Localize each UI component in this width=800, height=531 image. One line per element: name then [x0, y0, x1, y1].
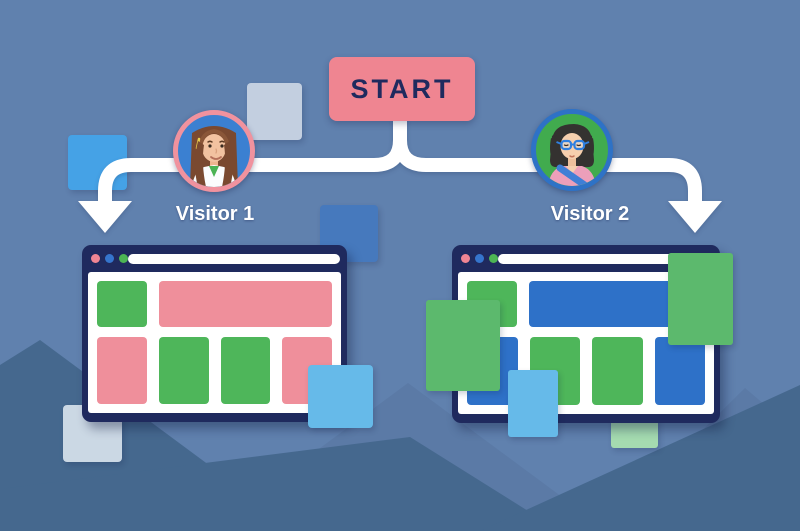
layout-row-bottom [467, 337, 705, 405]
content-block-green [220, 337, 271, 404]
window-control-dot [119, 254, 128, 263]
content-block-pink [97, 337, 147, 404]
visitor1-label: Visitor 1 [175, 203, 255, 225]
url-bar [128, 254, 340, 264]
browser-window-visitor1 [82, 245, 347, 422]
visitor2-avatar [531, 109, 613, 191]
window-control-dot [91, 254, 100, 263]
arrow-down-icon [668, 201, 722, 233]
rect-green-overlay-right [668, 253, 733, 345]
square-gray-top [247, 83, 302, 140]
content-block-blue [654, 337, 705, 405]
layout-row-bottom [97, 337, 332, 404]
window-control-dot [489, 254, 498, 263]
arrow-down-icon [78, 201, 132, 233]
window-control-dot [461, 254, 470, 263]
content-block-green [158, 337, 209, 404]
visitor2-label: Visitor 2 [550, 203, 630, 225]
rect-green-overlay-left [426, 300, 500, 391]
window-control-dot [105, 254, 114, 263]
layout-row-top [97, 281, 332, 327]
start-box: START [329, 57, 475, 121]
browser-title-bar [452, 245, 720, 272]
mountain-range [0, 340, 800, 531]
content-block-pink [159, 281, 332, 327]
visitor1-avatar [173, 110, 255, 192]
content-block-green [592, 337, 643, 405]
content-block-green [97, 281, 147, 327]
square-light-blue-right [508, 370, 558, 437]
square-light-blue-left [308, 365, 373, 428]
url-bar [498, 254, 713, 264]
window-control-dots [461, 254, 498, 263]
page-layout-a [88, 272, 341, 413]
browser-title-bar [82, 245, 347, 272]
window-control-dot [475, 254, 484, 263]
window-control-dots [91, 254, 128, 263]
